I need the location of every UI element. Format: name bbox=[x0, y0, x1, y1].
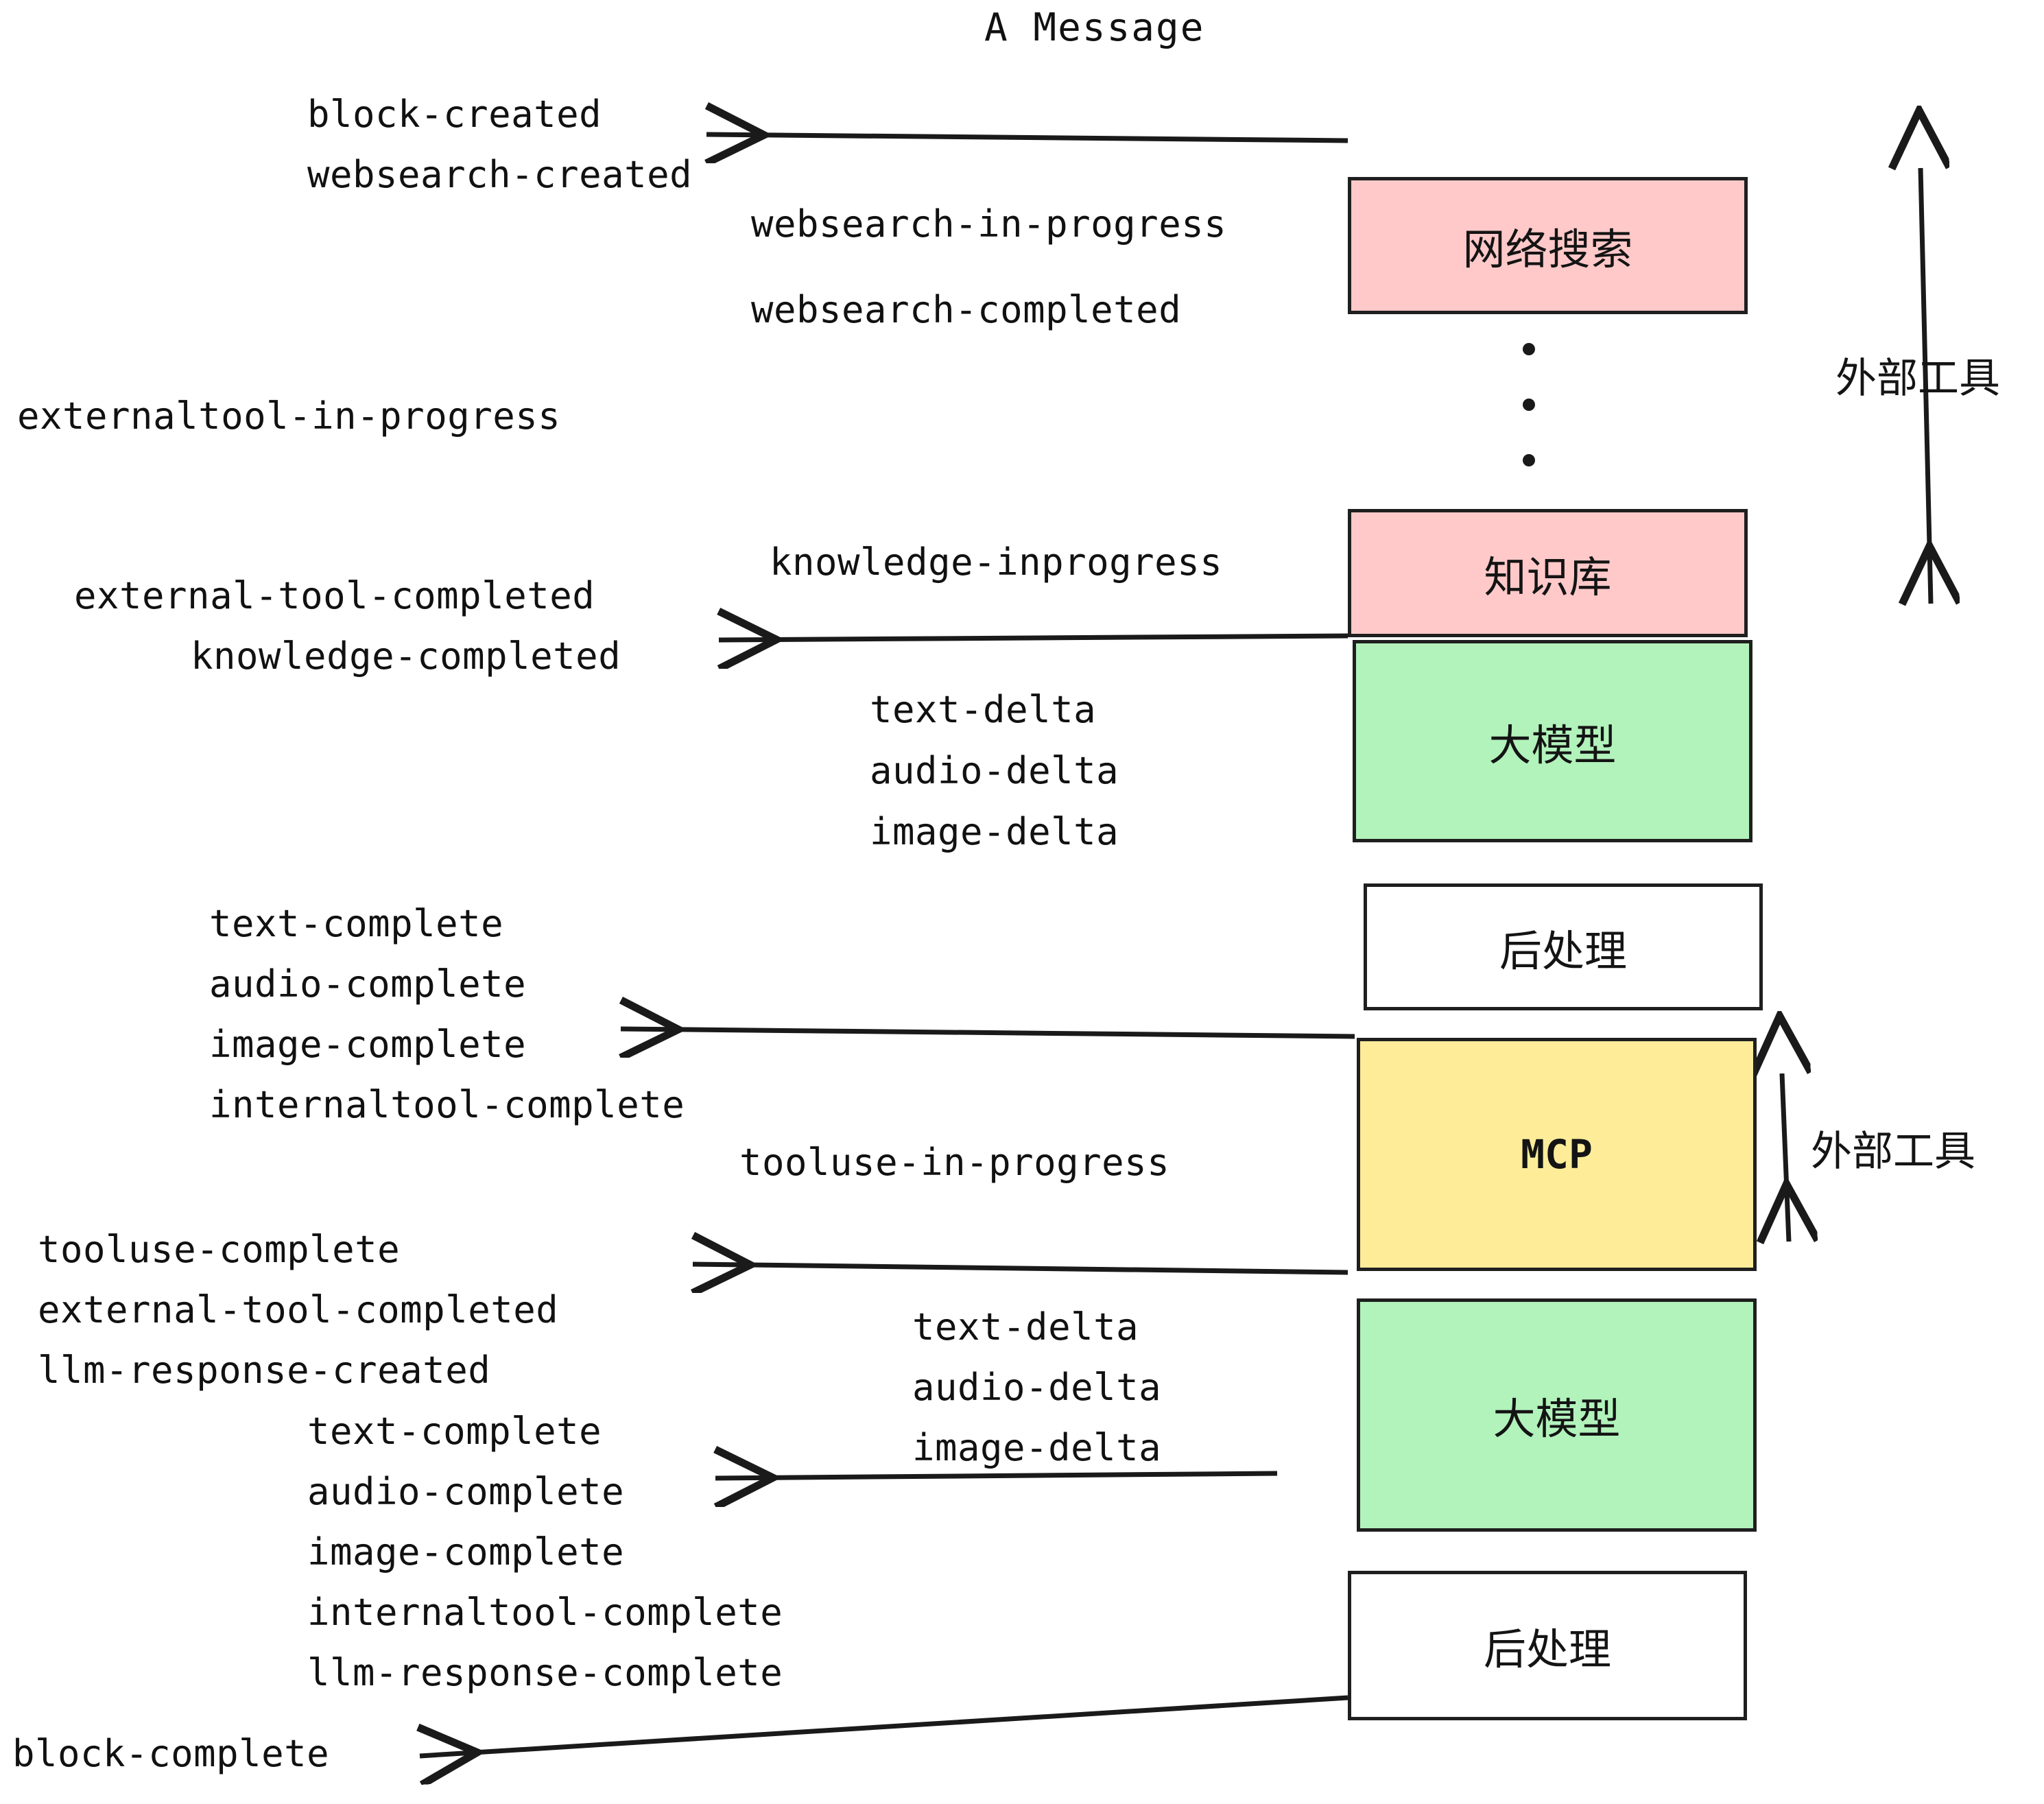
event-audio-complete-1: audio-complete bbox=[209, 962, 527, 1006]
event-audio-complete-2: audio-complete bbox=[307, 1470, 625, 1513]
box-llm-2-label: 大模型 bbox=[1493, 1394, 1621, 1444]
side-label-external-tool-bottom: 外部工具 bbox=[1811, 1128, 1975, 1176]
event-knowledge-completed: knowledge-completed bbox=[191, 634, 621, 678]
event-external-tool-completed-2: external-tool-completed bbox=[38, 1288, 559, 1331]
event-audio-delta-2: audio-delta bbox=[912, 1366, 1162, 1409]
event-websearch-in-progress: websearch-in-progress bbox=[751, 202, 1227, 246]
event-llm-response-complete: llm-response-complete bbox=[307, 1651, 783, 1694]
box-websearch-label: 网络搜索 bbox=[1462, 224, 1633, 274]
event-externaltool-in-progress: externaltool-in-progress bbox=[17, 394, 561, 438]
event-image-delta-2: image-delta bbox=[912, 1426, 1162, 1469]
box-llm-2: 大模型 bbox=[1357, 1298, 1757, 1532]
side-label-external-tool-top: 外部工具 bbox=[1835, 355, 2000, 403]
ellipsis-dots bbox=[1521, 343, 1536, 466]
event-text-delta-2: text-delta bbox=[912, 1305, 1139, 1349]
box-llm-1: 大模型 bbox=[1353, 640, 1752, 842]
dot-3 bbox=[1523, 454, 1535, 466]
event-audio-delta-1: audio-delta bbox=[870, 749, 1119, 792]
dot-1 bbox=[1523, 343, 1535, 355]
event-external-tool-completed-1: external-tool-completed bbox=[74, 574, 595, 617]
box-knowledge-label: 知识库 bbox=[1484, 551, 1612, 602]
box-postprocess-1: 后处理 bbox=[1364, 883, 1763, 1010]
event-internaltool-complete-2: internaltool-complete bbox=[307, 1591, 783, 1634]
event-tooluse-complete: tooluse-complete bbox=[38, 1228, 401, 1271]
box-websearch: 网络搜索 bbox=[1348, 177, 1748, 314]
event-knowledge-inprogress: knowledge-inprogress bbox=[770, 541, 1223, 584]
event-tooluse-in-progress: tooluse-in-progress bbox=[739, 1141, 1170, 1184]
event-text-complete-2: text-complete bbox=[307, 1410, 602, 1453]
event-text-delta-1: text-delta bbox=[870, 688, 1097, 731]
event-llm-response-created: llm-response-created bbox=[38, 1349, 491, 1392]
event-image-complete-1: image-complete bbox=[209, 1023, 527, 1066]
box-postprocess-2-label: 后处理 bbox=[1483, 1624, 1611, 1674]
event-image-delta-1: image-delta bbox=[870, 810, 1119, 853]
event-block-created: block-created bbox=[307, 93, 602, 136]
box-mcp-label: MCP bbox=[1521, 1131, 1593, 1178]
event-text-complete-1: text-complete bbox=[209, 902, 504, 945]
event-websearch-created: websearch-created bbox=[307, 153, 693, 196]
page-title: A Message bbox=[984, 5, 1205, 50]
event-internaltool-complete-1: internaltool-complete bbox=[209, 1083, 685, 1126]
box-llm-1-label: 大模型 bbox=[1488, 720, 1617, 770]
box-postprocess-2: 后处理 bbox=[1348, 1571, 1747, 1720]
box-postprocess-1-label: 后处理 bbox=[1499, 925, 1627, 976]
dot-2 bbox=[1523, 399, 1535, 411]
event-image-complete-2: image-complete bbox=[307, 1530, 625, 1574]
box-mcp: MCP bbox=[1357, 1038, 1757, 1271]
box-knowledge: 知识库 bbox=[1348, 509, 1748, 637]
event-block-complete: block-complete bbox=[12, 1732, 330, 1775]
event-websearch-completed: websearch-completed bbox=[751, 288, 1182, 331]
